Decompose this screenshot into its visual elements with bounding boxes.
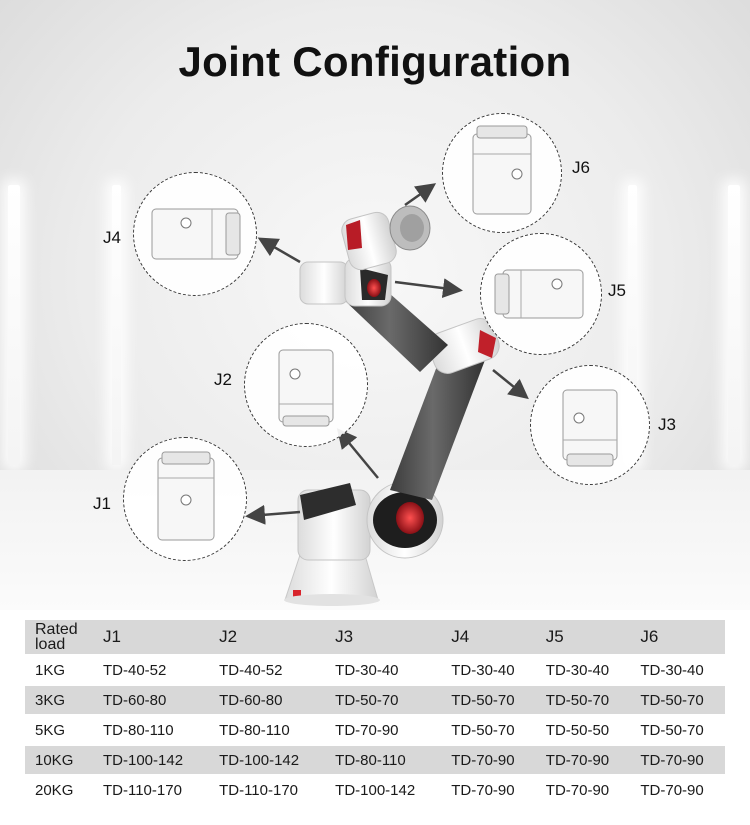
header-rated-load: Rated load [25,620,93,654]
table-cell: TD-70-90 [630,746,725,774]
header-j4: J4 [441,620,536,654]
table-header-row: Rated load J1 J2 J3 J4 J5 J6 [25,620,725,654]
table-cell: TD-40-52 [93,656,210,684]
robot-elbow [428,318,500,374]
header-j6: J6 [630,620,725,654]
joint-module-icon [472,125,532,215]
joint-label-j6: J6 [572,158,590,177]
header-j3: J3 [325,620,442,654]
joint-j5-circle [480,233,602,355]
table-cell: TD-110-170 [93,776,210,804]
joint-label-j3: J3 [658,415,676,434]
table-cell: TD-50-70 [630,716,725,744]
table-cell: TD-110-170 [209,776,326,804]
table-cell: TD-100-142 [325,776,442,804]
page-title: Joint Configuration [178,38,572,85]
table-cell: TD-100-142 [93,746,210,774]
table-row: 10KG TD-100-142 TD-100-142 TD-80-110 TD-… [25,746,725,774]
table-cell: TD-70-90 [630,776,725,804]
table-cell: TD-50-70 [441,716,536,744]
table-cell: 20KG [25,776,93,804]
joint-label-j5: J5 [608,281,626,300]
table-cell: TD-70-90 [441,746,536,774]
table-row: 1KG TD-40-52 TD-40-52 TD-30-40 TD-30-40 … [25,656,725,684]
table-cell: TD-80-110 [93,716,210,744]
callout-arrows [245,183,529,525]
robot-shoulder [297,481,444,561]
header-j5: J5 [535,620,631,654]
table-cell: TD-30-40 [325,656,442,684]
table-cell: 3KG [25,686,93,714]
table-cell: TD-80-110 [209,716,326,744]
table-cell: TD-50-70 [325,686,442,714]
joint-j6-circle [442,113,562,233]
table-cell: TD-50-70 [630,686,725,714]
table-row: 3KG TD-60-80 TD-60-80 TD-50-70 TD-50-70 … [25,686,725,714]
rated-load-table: Rated load J1 J2 J3 J4 J5 J6 1KG TD-40-5… [25,618,725,806]
table-cell: TD-80-110 [325,746,442,774]
header-j1: J1 [93,620,210,654]
light-bar [112,185,121,465]
robot-lower-arm [390,345,485,500]
table-cell: TD-70-90 [535,746,631,774]
joint-label-j2: J2 [214,370,232,389]
table-cell: TD-30-40 [630,656,725,684]
table-cell: TD-60-80 [209,686,326,714]
joint-label-j1: J1 [93,494,111,513]
joint-module-icon [151,208,241,260]
table-cell: 1KG [25,656,93,684]
robot-wrist [299,257,392,307]
joint-module-icon [278,349,334,427]
joint-module-icon [157,451,215,541]
light-bar [628,185,637,465]
header-label: Rated load [35,621,78,653]
table-cell: TD-40-52 [209,656,326,684]
joint-j2-circle [244,323,368,447]
table-cell: TD-50-50 [535,716,631,744]
joint-j1-circle [123,437,247,561]
light-bar [8,185,20,465]
table-cell: TD-30-40 [535,656,631,684]
light-bar [728,185,740,465]
table-cell: TD-30-40 [441,656,536,684]
table-cell: TD-50-70 [441,686,536,714]
robot-head [341,205,431,271]
table-cell: 10KG [25,746,93,774]
robot-arm-illustration [245,183,529,606]
joint-module-icon [562,389,618,467]
table-cell: TD-60-80 [93,686,210,714]
table-cell: TD-70-90 [325,716,442,744]
table-cell: TD-100-142 [209,746,326,774]
table-cell: TD-70-90 [441,776,536,804]
header-j2: J2 [209,620,326,654]
joint-j4-circle [133,172,257,296]
table-row: 20KG TD-110-170 TD-110-170 TD-100-142 TD… [25,776,725,804]
table-cell: TD-70-90 [535,776,631,804]
table-row: 5KG TD-80-110 TD-80-110 TD-70-90 TD-50-7… [25,716,725,744]
joint-j3-circle [530,365,650,485]
joint-label-j4: J4 [103,228,121,247]
joint-module-icon [494,269,584,319]
robot-base [284,554,380,606]
table-cell: TD-50-70 [535,686,631,714]
table-cell: 5KG [25,716,93,744]
